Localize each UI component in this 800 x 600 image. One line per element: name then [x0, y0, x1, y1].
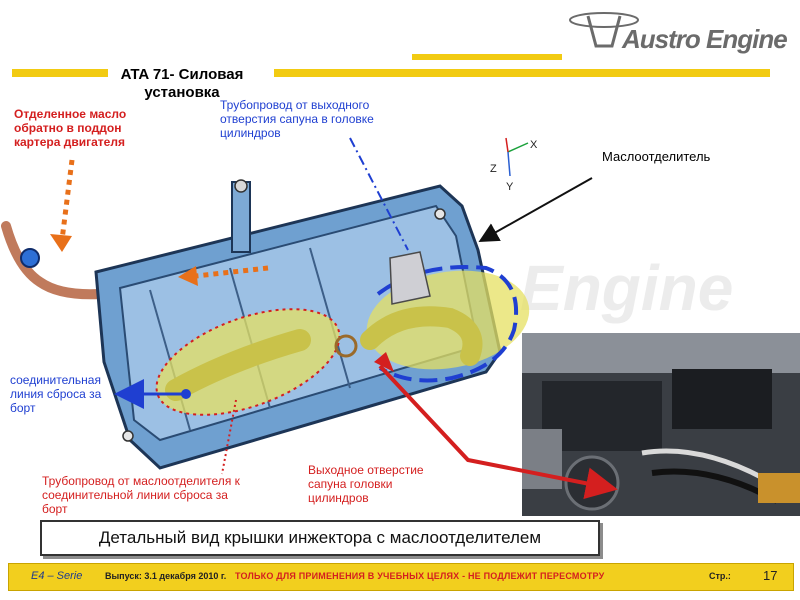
caption-box: Детальный вид крышки инжектора с маслоот… — [40, 520, 600, 556]
oil-return-arrow-head-horizontal — [178, 266, 198, 286]
drain-hose — [1, 221, 105, 300]
footer-page-label: Стр.: — [709, 571, 731, 581]
footer-issue-date: Выпуск: 3.1 декабря 2010 г. — [105, 571, 227, 581]
label-drain-line-line-1: соединительная — [10, 373, 101, 387]
footer-notice: ТОЛЬКО ДЛЯ ПРИМЕНЕНИЯ В УЧЕБНЫХ ЦЕЛЯХ - … — [235, 571, 605, 581]
breather-outlet-elbow — [360, 306, 483, 366]
label-separator-pipe: Трубопровод от маслоотделителя к соедини… — [42, 474, 240, 516]
label-breather-outlet-line-2: сапуна головки — [308, 477, 393, 491]
cover-bolt-2 — [434, 208, 446, 220]
label-separator-pipe-line-3: борт — [42, 502, 68, 516]
axis-y-label: Y — [506, 181, 514, 193]
label-separator-pipe-line-1: Трубопровод от маслоотделителя к — [42, 474, 240, 488]
cover-rib-3 — [309, 247, 351, 389]
oil-return-arrow-head-vertical — [50, 234, 72, 252]
axis-z-label: Z — [490, 163, 497, 175]
breather-outlet-blue-boundary — [376, 265, 519, 383]
separator-cone — [389, 251, 431, 305]
austro-engine-logo: Austro Engine — [568, 8, 790, 60]
label-breather-outlet-line-1: Выходное отверстие — [308, 463, 424, 477]
label-separated-oil: Отделенное масло обратно в поддон картер… — [14, 107, 126, 149]
label-breather-pipe-line-2: отверстия сапуна в головке — [220, 112, 374, 126]
cover-bolt-1 — [122, 430, 134, 442]
label-separated-oil-line-2: обратно в поддон — [14, 121, 122, 135]
label-separated-oil-line-1: Отделенное масло — [14, 107, 127, 121]
label-breather-outlet: Выходное отверстие сапуна головки цилинд… — [308, 463, 424, 505]
label-breather-pipe: Трубопровод от выходного отверстия сапун… — [220, 98, 374, 140]
pipe-spring — [334, 334, 358, 358]
separator-pipe — [165, 329, 311, 401]
footer-series: E4 – Serie — [31, 570, 83, 582]
header-bar-right — [274, 69, 770, 77]
page-title: ATA 71- Силовая установка — [102, 66, 262, 102]
drain-line-point — [181, 389, 191, 399]
logo-emblem-icon — [569, 12, 639, 48]
hose-clamp — [20, 248, 40, 268]
page-title-line-2: установка — [144, 84, 220, 101]
separator-arrow — [478, 177, 593, 242]
label-breather-outlet-line-3: цилиндров — [308, 491, 369, 505]
engine-photo — [522, 333, 800, 516]
label-oil-separator: Маслоотделитель — [602, 149, 711, 164]
label-breather-pipe-line-3: цилиндров — [220, 126, 281, 140]
label-separated-oil-line-3: картера двигателя — [14, 135, 125, 149]
breather-pipe-leader — [349, 137, 409, 251]
mount-bolt — [234, 179, 248, 193]
header-bar-left — [12, 69, 108, 77]
oil-return-arrow-vertical — [59, 159, 75, 241]
label-breather-pipe-line-1: Трубопровод от выходного — [220, 98, 370, 112]
axis-triad-icon: X Z Y — [490, 137, 538, 193]
caption-text: Детальный вид крышки инжектора с маслоот… — [98, 528, 542, 547]
label-drain-line-line-2: линия сброса за — [10, 387, 102, 401]
oil-return-arrow-horizontal — [195, 265, 269, 279]
label-drain-line-line-3: борт — [10, 401, 36, 415]
watermark-text: Engine — [520, 252, 733, 324]
footer-bar: E4 – Serie Выпуск: 3.1 декабря 2010 г. Т… — [8, 563, 794, 591]
label-separator-pipe-line-2: соединительной линии сброса за — [42, 488, 228, 502]
page-title-line-1: ATA 71- Силовая — [120, 66, 244, 83]
axis-x-label: X — [530, 139, 538, 151]
label-drain-line: соединительная линия сброса за борт — [10, 373, 101, 415]
header-bar-top-right — [412, 54, 562, 60]
logo-text: Austro Engine — [622, 24, 788, 54]
footer-page-number: 17 — [763, 568, 778, 583]
